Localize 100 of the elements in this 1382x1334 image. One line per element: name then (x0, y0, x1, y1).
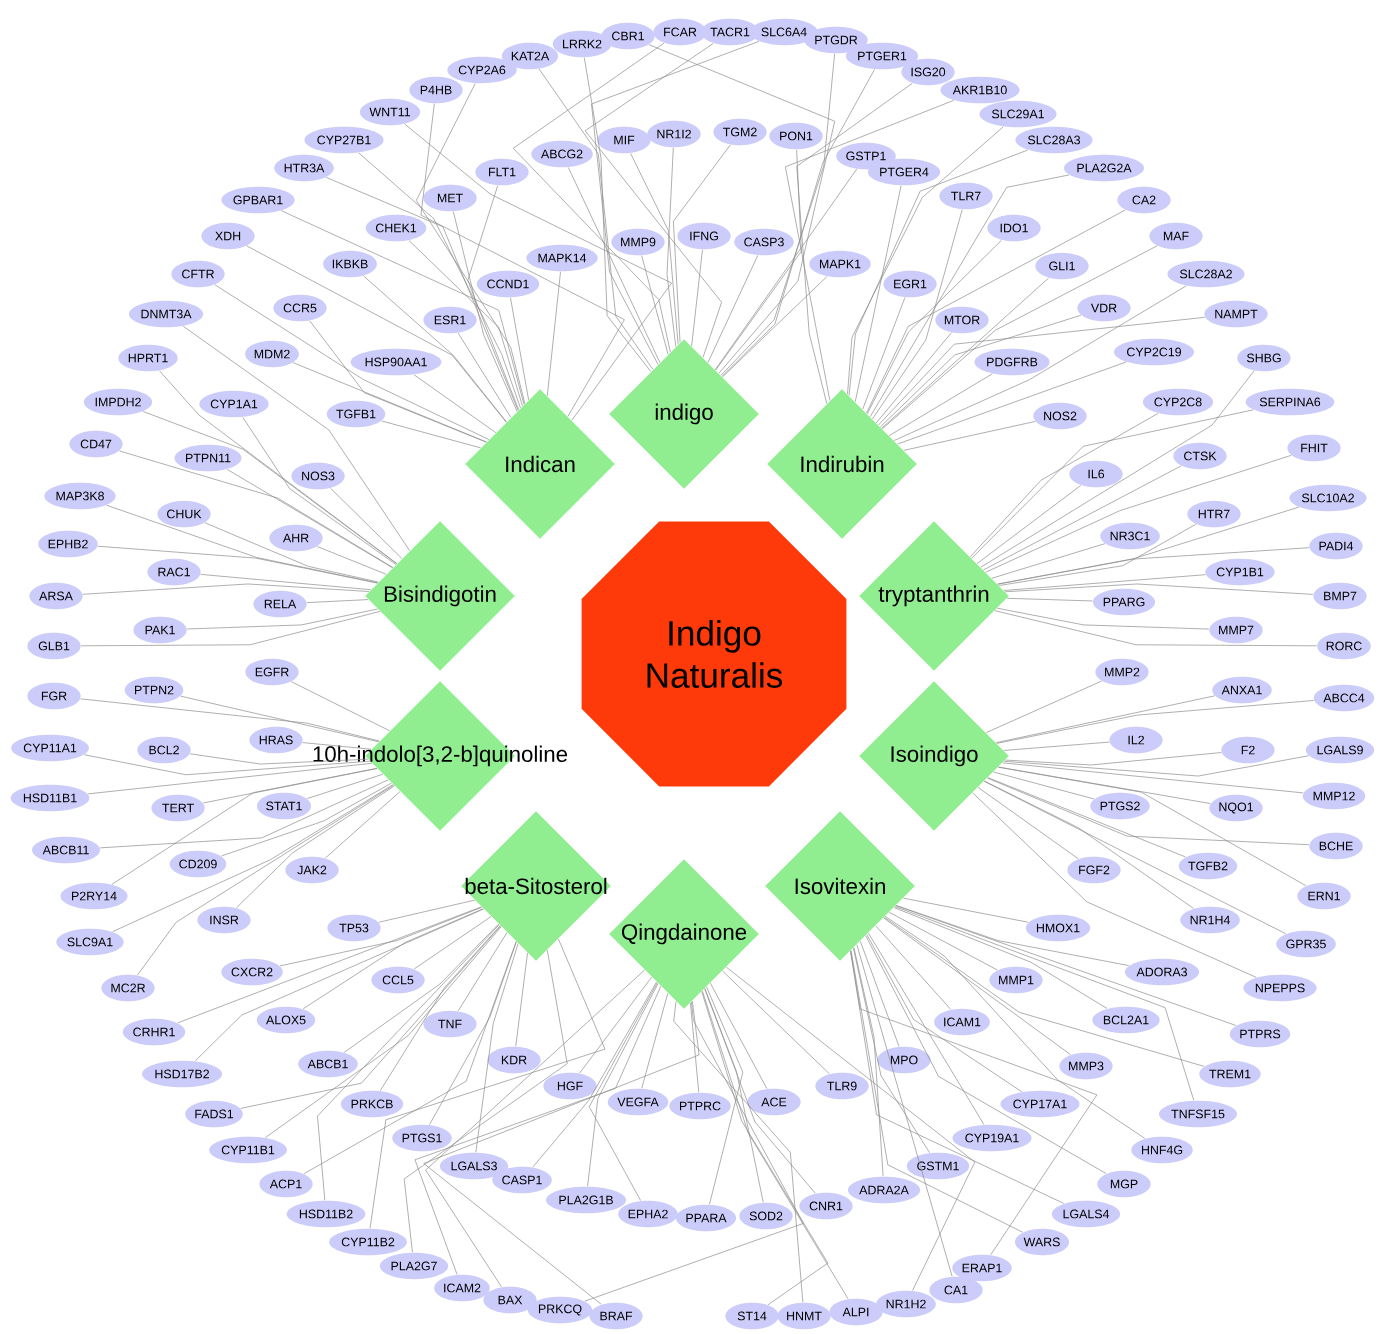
network-line (415, 83, 526, 404)
network-line (985, 455, 1292, 573)
network-line (903, 421, 1036, 451)
network-line (453, 211, 518, 412)
network-line (714, 168, 858, 371)
network-line (403, 949, 568, 1253)
network-line (584, 43, 722, 358)
network-line (291, 681, 391, 732)
hub-octagon: Indigo Naturalis (581, 521, 847, 787)
network-line (866, 239, 1002, 415)
network-line (408, 240, 523, 407)
network-line (866, 209, 1126, 414)
network-line (87, 762, 373, 795)
network-line (112, 784, 394, 932)
network-line (969, 413, 1159, 558)
network-line (997, 766, 1307, 887)
network-line (363, 275, 507, 423)
network-line (796, 82, 913, 405)
network-line (591, 41, 760, 365)
network-line (895, 905, 1237, 1026)
network-line (972, 792, 1257, 978)
network-line (214, 284, 490, 440)
network-line (866, 934, 1022, 1093)
network-line (983, 780, 1287, 935)
network-line (180, 695, 380, 743)
network-line (882, 245, 1158, 430)
network-line (848, 149, 1028, 396)
network-line (1005, 752, 1222, 766)
network-line (998, 523, 1197, 586)
network-line (666, 147, 677, 348)
network-line (987, 777, 1186, 858)
network-line (111, 768, 378, 885)
network-line (309, 320, 487, 443)
network-line (997, 547, 1310, 585)
network-line (292, 362, 487, 443)
network-line (704, 988, 764, 1203)
network-line (994, 610, 1318, 647)
network-line (880, 314, 1082, 428)
network-line (279, 906, 483, 967)
network-line (80, 698, 380, 742)
network-line (971, 409, 1254, 559)
network-line (1003, 741, 1110, 751)
network-line (648, 44, 836, 374)
network-line (316, 546, 387, 575)
network-line (893, 285, 1187, 441)
network-line (302, 742, 372, 750)
network-line (673, 1001, 804, 1303)
network-line (722, 276, 828, 378)
network-line (202, 768, 378, 804)
network-line (850, 950, 1065, 1204)
network-line (998, 766, 1211, 804)
network-line (869, 174, 1070, 417)
network-line (872, 209, 963, 420)
network-line (579, 976, 652, 1074)
network-line (80, 611, 381, 647)
network-line (976, 485, 1082, 564)
network-line (995, 695, 1215, 743)
network-line (425, 969, 645, 1288)
network-line (306, 599, 369, 603)
network-line (84, 754, 371, 776)
network-line (865, 935, 1107, 1174)
network-line (980, 370, 1255, 568)
network-line (894, 906, 1195, 1101)
network-line (721, 69, 875, 377)
network-line (690, 1002, 700, 1093)
network-line (82, 583, 370, 595)
network-line (182, 325, 411, 552)
network-line (888, 911, 998, 971)
network-line (379, 925, 501, 1091)
network-line (369, 938, 606, 1229)
network-line (325, 177, 519, 411)
network-line (413, 374, 497, 434)
network-line (996, 607, 1210, 630)
network-line (875, 925, 951, 1010)
network-line (142, 411, 398, 565)
network-line (119, 450, 394, 568)
network-line (302, 908, 484, 1010)
network-line (226, 469, 394, 569)
network-line (641, 255, 669, 355)
network-line (673, 144, 731, 343)
network-line (881, 277, 1049, 429)
network-line (242, 417, 397, 565)
network-line (246, 245, 507, 423)
network-line (701, 991, 829, 1306)
network-line (977, 787, 1079, 860)
network-line (691, 249, 703, 347)
network-line (983, 465, 1182, 571)
network-line (343, 923, 499, 1053)
network-line (512, 42, 671, 353)
network-line (630, 153, 679, 345)
network-line (330, 487, 403, 559)
network-line (265, 926, 502, 1138)
network-line (325, 791, 401, 859)
network-line (189, 753, 369, 765)
network-line (413, 916, 492, 970)
network-line (785, 100, 955, 401)
network-line (715, 149, 802, 371)
network-line (381, 420, 482, 449)
network-line (186, 608, 378, 630)
network-line (720, 53, 835, 376)
